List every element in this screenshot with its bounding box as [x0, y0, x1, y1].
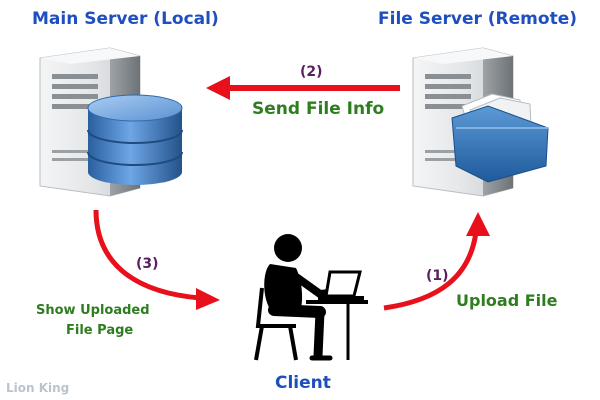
client-title: Client: [275, 373, 331, 393]
main-server-title: Main Server (Local): [32, 9, 219, 29]
person-at-laptop-icon: [254, 234, 368, 361]
arrow-upload-file: [383, 212, 490, 311]
step-2-number: (2): [300, 64, 323, 80]
step-1-number: (1): [426, 268, 449, 284]
database-cylinder-icon: [87, 94, 183, 185]
arrow-show-uploaded-page: [93, 209, 220, 310]
step-3-label-line2: File Page: [66, 323, 133, 338]
step-2-label: Send File Info: [252, 99, 384, 119]
file-server-title: File Server (Remote): [378, 9, 577, 29]
step-3-label-line1: Show Uploaded: [36, 303, 150, 318]
step-1-label: Upload File: [456, 291, 558, 310]
watermark-text: Lion King: [6, 381, 69, 395]
step-3-number: (3): [136, 256, 159, 272]
folder-with-documents-icon: [451, 93, 549, 183]
arrow-send-file-info: [206, 76, 400, 100]
